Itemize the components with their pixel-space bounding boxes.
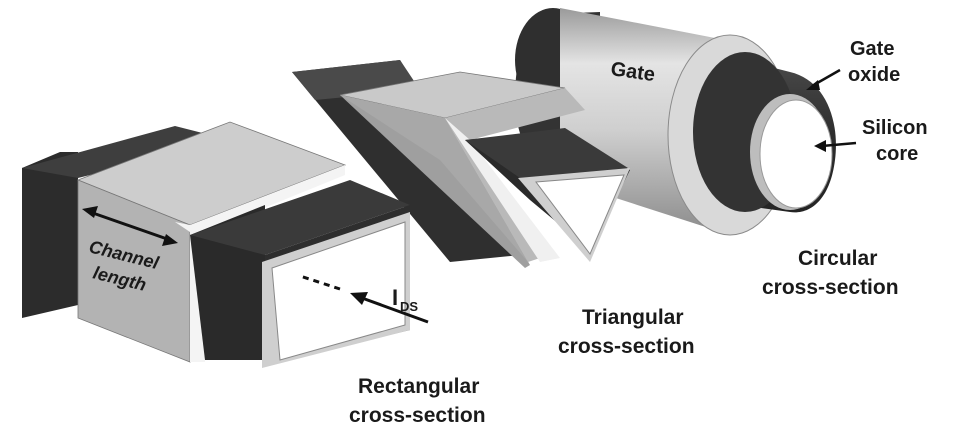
silicon-core-label-line2: core — [876, 143, 918, 165]
circular-silicon-core — [760, 100, 832, 208]
triangular-label-line1: Triangular — [582, 306, 684, 329]
rectangular-label-line1: Rectangular — [358, 375, 479, 398]
silicon-core-label-line1: Silicon — [862, 117, 928, 139]
gate-oxide-arrow — [806, 70, 840, 90]
ids-label-subscript: DS — [400, 299, 418, 314]
rect-back-contact-left — [22, 152, 78, 318]
circular-label-line2: cross-section — [762, 276, 899, 299]
circular-label-line1: Circular — [798, 247, 877, 270]
rectangular-device — [22, 122, 410, 368]
ids-label-main: I — [392, 285, 398, 310]
triangular-label-line2: cross-section — [558, 335, 695, 358]
rectangular-label-line2: cross-section — [349, 404, 486, 427]
gate-oxide-label-line1: Gate — [850, 38, 894, 60]
gate-oxide-label-line2: oxide — [848, 64, 900, 86]
